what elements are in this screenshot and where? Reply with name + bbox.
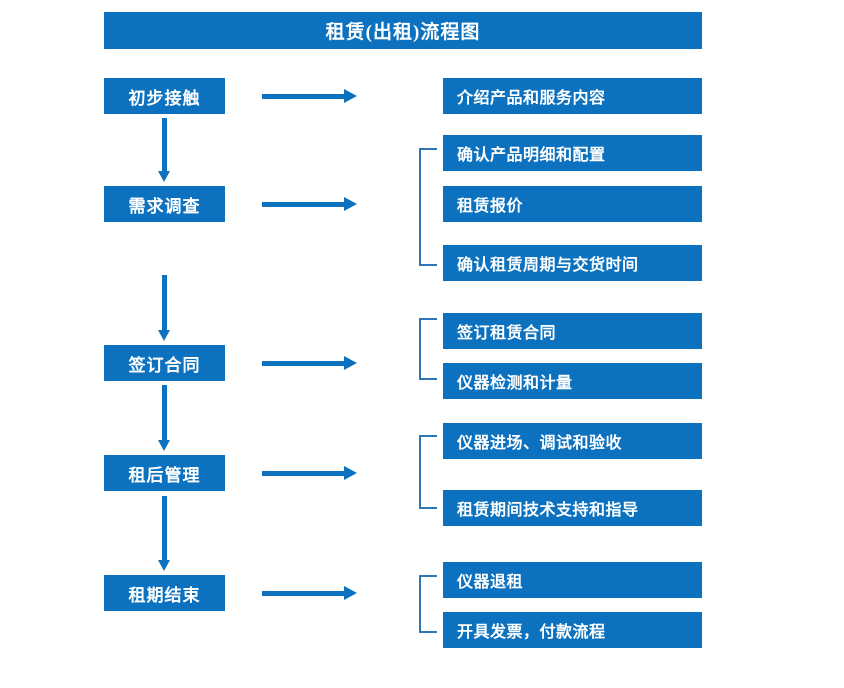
detail-box-sign-rental-contract[interactable]: 签订租赁合同	[443, 313, 702, 349]
vertical-arrow-1	[158, 118, 171, 182]
arrow-shaft	[262, 361, 345, 366]
stage-box-needs-survey[interactable]: 需求调查	[104, 186, 225, 222]
group-bracket-rental-end	[419, 575, 437, 633]
detail-box-confirm-spec-config[interactable]: 确认产品明细和配置	[443, 135, 702, 171]
arrow-shaft	[262, 94, 345, 99]
arrow-shaft	[262, 202, 345, 207]
group-bracket-needs-survey	[419, 148, 437, 266]
chart-title: 租赁(出租)流程图	[104, 12, 702, 49]
group-bracket-post-rental-mgmt	[419, 435, 437, 509]
detail-box-return-instrument[interactable]: 仪器退租	[443, 562, 702, 598]
horizontal-arrow-4	[262, 466, 357, 480]
stage-box-sign-contract[interactable]: 签订合同	[104, 345, 225, 381]
arrow-shaft	[162, 385, 167, 440]
detail-box-invoice-payment[interactable]: 开具发票，付款流程	[443, 612, 702, 648]
arrow-head-right-icon	[344, 89, 357, 103]
arrow-head-down-icon	[158, 330, 170, 341]
detail-box-technical-support[interactable]: 租赁期间技术支持和指导	[443, 490, 702, 526]
group-bracket-sign-contract	[419, 318, 437, 380]
detail-box-installation-acceptance[interactable]: 仪器进场、调试和验收	[443, 423, 702, 459]
arrow-head-right-icon	[344, 197, 357, 211]
horizontal-arrow-5	[262, 586, 357, 600]
stage-box-initial-contact[interactable]: 初步接触	[104, 78, 225, 114]
arrow-head-down-icon	[158, 560, 170, 571]
stage-box-post-rental-mgmt[interactable]: 租后管理	[104, 455, 225, 491]
detail-box-introduce-products[interactable]: 介绍产品和服务内容	[443, 78, 702, 114]
arrow-head-right-icon	[344, 466, 357, 480]
arrow-head-down-icon	[158, 440, 170, 451]
horizontal-arrow-1	[262, 89, 357, 103]
arrow-shaft	[262, 591, 345, 596]
arrow-shaft	[162, 275, 167, 330]
stage-box-rental-end[interactable]: 租期结束	[104, 575, 225, 611]
vertical-arrow-4	[158, 496, 171, 571]
arrow-shaft	[162, 496, 167, 560]
vertical-arrow-3	[158, 385, 171, 451]
horizontal-arrow-2	[262, 197, 357, 211]
detail-box-confirm-term-delivery[interactable]: 确认租赁周期与交货时间	[443, 245, 702, 281]
arrow-shaft	[262, 471, 345, 476]
detail-box-instrument-inspection[interactable]: 仪器检测和计量	[443, 363, 702, 399]
horizontal-arrow-3	[262, 356, 357, 370]
arrow-head-down-icon	[158, 171, 170, 182]
arrow-head-right-icon	[344, 586, 357, 600]
vertical-arrow-2	[158, 275, 171, 341]
arrow-head-right-icon	[344, 356, 357, 370]
arrow-shaft	[162, 118, 167, 171]
detail-box-rental-quote[interactable]: 租赁报价	[443, 186, 702, 222]
